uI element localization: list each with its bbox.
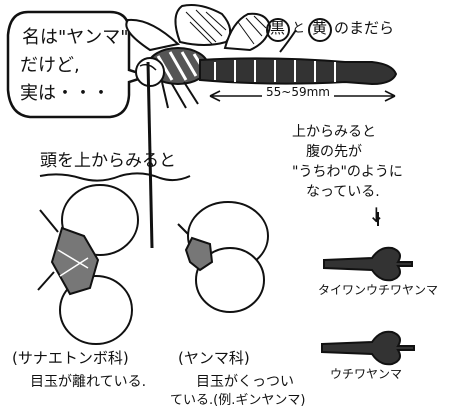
callout-suffix: のまだら — [334, 19, 395, 37]
perch-stick — [146, 61, 154, 249]
abdomen-note-line-3: "うちわ"のように — [292, 164, 403, 180]
gomphid-head-drawing — [37, 184, 139, 345]
hindwing-left — [125, 18, 181, 52]
abdomen-note-line-4: なっている. — [306, 184, 380, 200]
speech-line-3: 実は・・・ — [20, 83, 110, 104]
family-left-desc: 目玉が離れている. — [30, 374, 147, 390]
speech-line-1: 名は"ヤンマ" — [22, 27, 129, 48]
abdomen — [199, 57, 398, 86]
forewing-left — [174, 4, 232, 46]
callout-to: と — [292, 21, 306, 36]
uchiwa-silhouette — [321, 330, 415, 366]
family-left-name: (サナエトンボ科) — [12, 349, 129, 367]
family-right-desc-1: 目玉がくっつい — [196, 374, 294, 390]
family-right-desc-2: ている.(例.ギンヤンマ) — [170, 393, 306, 408]
callout-ki: 黄 — [312, 19, 328, 37]
dragonfly-drawing — [125, 4, 398, 249]
speech-line-2: だけど, — [20, 55, 80, 76]
aeshnid-head-drawing — [177, 201, 269, 313]
family-right-name: (ヤンマ科) — [178, 349, 250, 367]
species-taiwan-label: タイワンウチワヤンマ — [318, 283, 439, 297]
abdomen-note-line-2: 腹の先が — [306, 144, 362, 160]
heading-underline — [39, 172, 191, 182]
species-uchiwa-label: ウチワヤンマ — [330, 367, 403, 381]
heads-heading: 頭を上からみると — [40, 151, 176, 171]
length-label: 55~59mm — [262, 85, 334, 100]
abdomen-note-line-1: 上からみると — [292, 124, 376, 140]
callout-arrow — [279, 29, 297, 53]
taiwan-uchiwa-silhouette — [323, 246, 413, 282]
forewing-right — [223, 12, 272, 52]
callout-kuro: 黒 — [270, 19, 286, 37]
down-arrow: ↓ — [368, 203, 385, 227]
